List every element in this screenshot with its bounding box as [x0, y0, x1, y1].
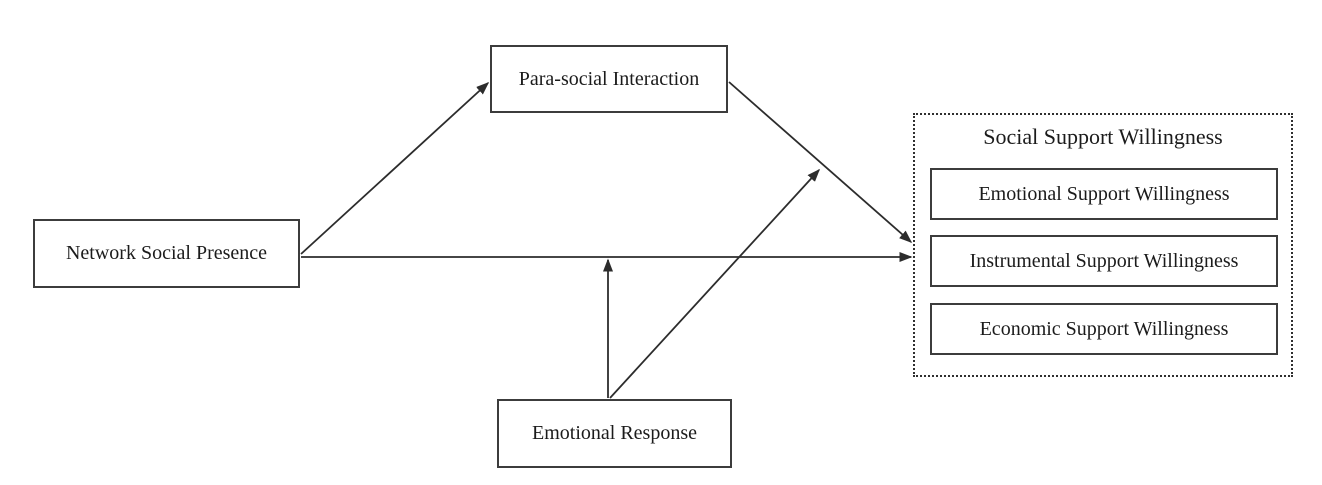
arrow-psi-to-ssw — [728, 81, 913, 243]
node-emotional-support-willingness-label: Emotional Support Willingness — [978, 182, 1230, 205]
arrow-er-to-psi-ssw-path — [609, 168, 821, 399]
node-economic-support-willingness: Economic Support Willingness — [930, 303, 1278, 355]
node-emotional-response-label: Emotional Response — [532, 422, 697, 444]
node-economic-support-willingness-label: Economic Support Willingness — [979, 317, 1229, 340]
social-support-willingness-title: Social Support Willingness — [983, 124, 1223, 149]
arrow-nsp-to-psi — [300, 81, 490, 255]
node-social-support-willingness-group: Social Support Willingness Emotional Sup… — [913, 113, 1293, 377]
node-emotional-support-willingness: Emotional Support Willingness — [930, 168, 1278, 220]
node-network-social-presence: Network Social Presence — [33, 219, 300, 288]
node-para-social-interaction-label: Para-social Interaction — [518, 67, 700, 90]
node-emotional-response: Emotional Response — [497, 399, 732, 468]
node-network-social-presence-label: Network Social Presence — [65, 242, 268, 264]
node-instrumental-support-willingness-label: Instrumental Support Willingness — [969, 249, 1239, 272]
node-para-social-interaction: Para-social Interaction — [490, 45, 728, 113]
node-instrumental-support-willingness: Instrumental Support Willingness — [930, 235, 1278, 287]
